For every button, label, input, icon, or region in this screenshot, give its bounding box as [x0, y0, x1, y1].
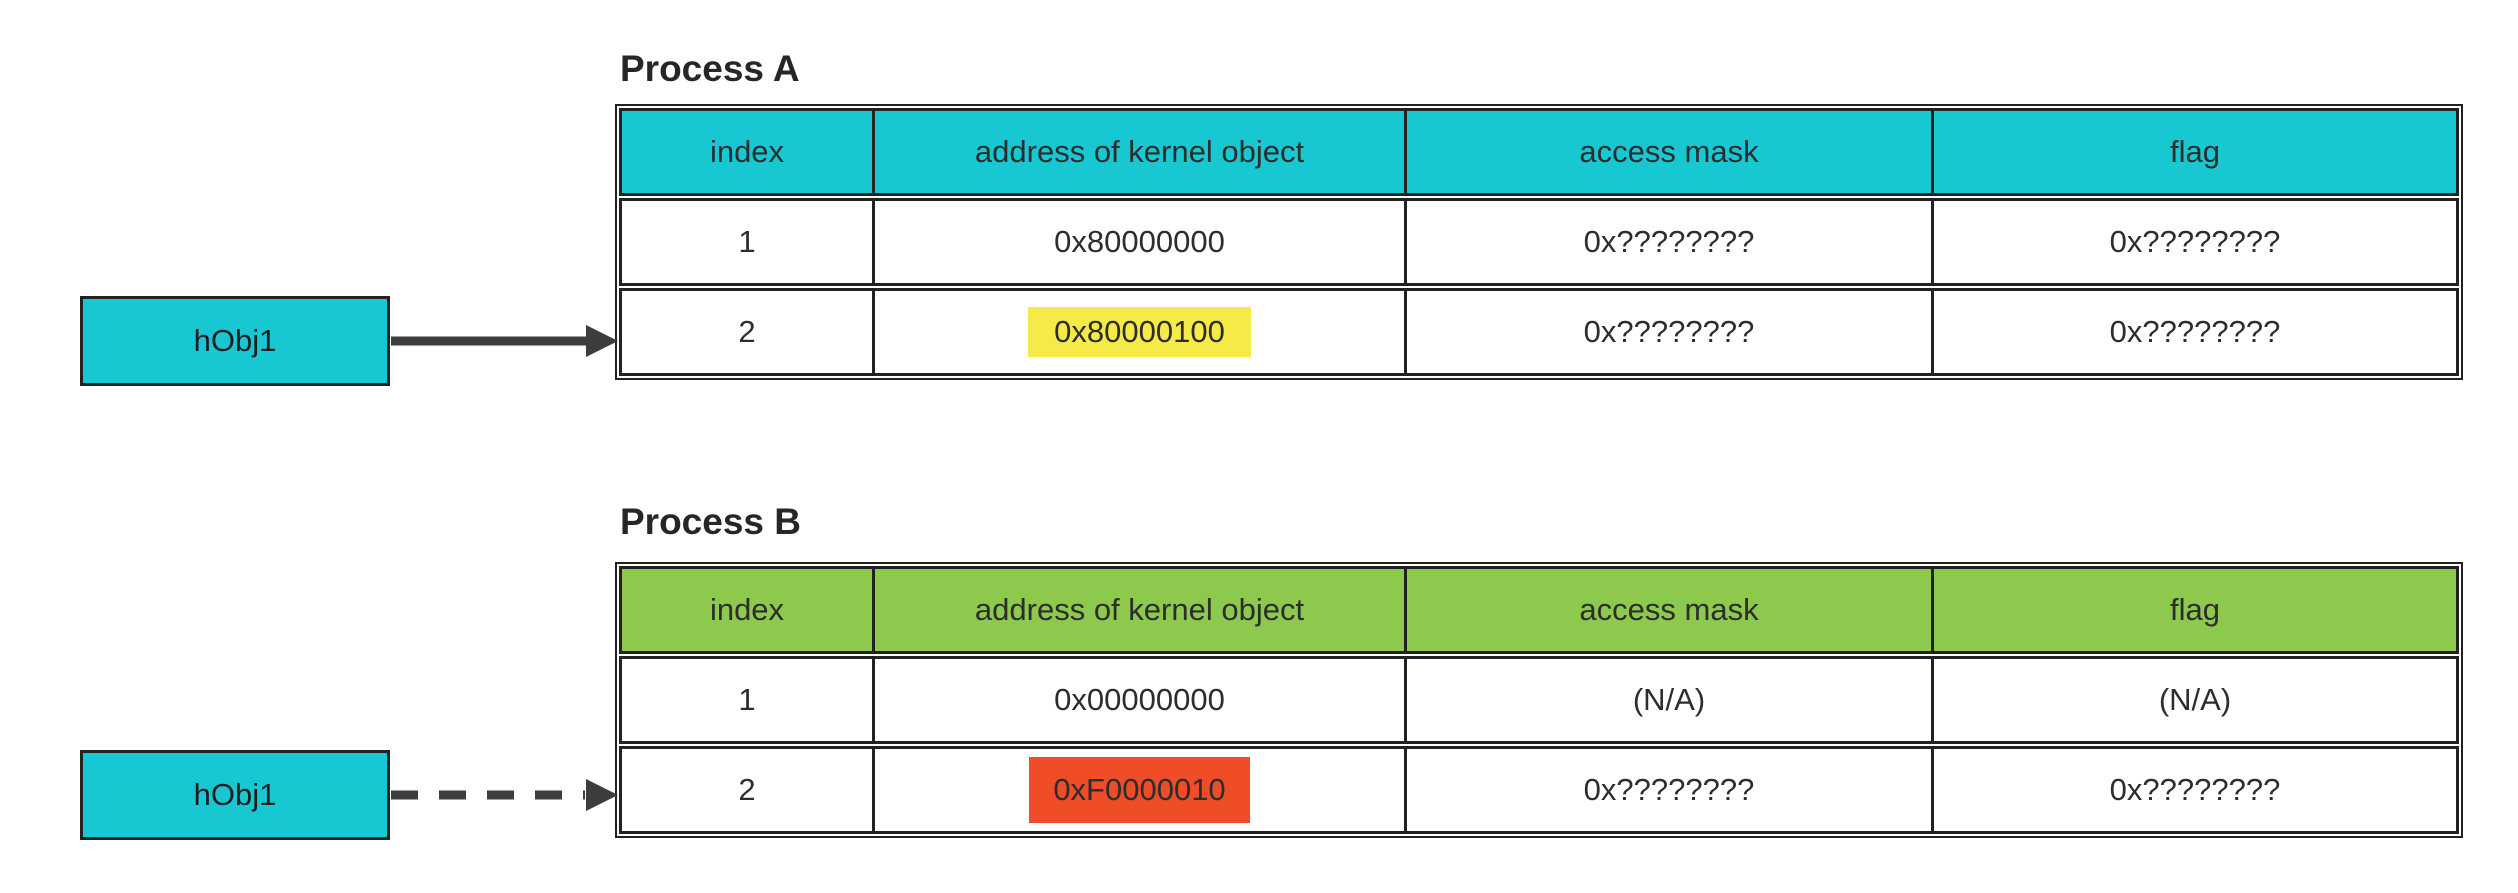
dashed-arrow	[391, 779, 618, 811]
header-cell-access-mask: access mask	[1404, 111, 1931, 193]
cell-access-mask: 0x????????	[1404, 291, 1931, 373]
cell-index: 1	[738, 224, 756, 259]
cell-flag: (N/A)	[1931, 659, 2456, 741]
process-a-row-2: 2 0x80000100 0x???????? 0x????????	[619, 288, 2459, 376]
cell-index: 1	[738, 682, 756, 717]
process-a-title: Process A	[620, 48, 800, 89]
cell-flag: 0x????????	[1931, 749, 2456, 831]
header-cell-index: index	[709, 134, 785, 169]
cell-address: 0xF0000010	[872, 749, 1404, 831]
red-highlighted-address: 0xF0000010	[1029, 757, 1250, 823]
cell-index: 2	[738, 314, 756, 349]
process-b-handle-table: index address of kernel object access ma…	[615, 562, 2463, 838]
process-a-header-row: index address of kernel object access ma…	[619, 108, 2459, 196]
cell-index: 2	[738, 772, 756, 807]
process-a-handle-table: index address of kernel object access ma…	[615, 104, 2463, 380]
cell-access-mask: 0x????????	[1404, 201, 1931, 283]
process-a-handle-box: hObj1	[80, 296, 390, 386]
header-cell-address: address of kernel object	[872, 569, 1404, 651]
header-cell-flag: flag	[1931, 569, 2456, 651]
cell-address: 0x00000000	[872, 659, 1404, 741]
header-cell-index: index	[709, 592, 785, 627]
cell-flag: 0x????????	[1931, 291, 2456, 373]
header-cell-flag: flag	[1931, 111, 2456, 193]
process-b-row-1: 1 0x00000000 (N/A) (N/A)	[619, 656, 2459, 744]
cell-address: 0x80000000	[872, 201, 1404, 283]
solid-arrow	[391, 325, 618, 357]
header-cell-address: address of kernel object	[872, 111, 1404, 193]
header-cell-access-mask: access mask	[1404, 569, 1931, 651]
cell-access-mask: (N/A)	[1404, 659, 1931, 741]
yellow-highlighted-address: 0x80000100	[1028, 307, 1251, 357]
process-b-header-row: index address of kernel object access ma…	[619, 566, 2459, 654]
process-b-handle-box: hObj1	[80, 750, 390, 840]
cell-access-mask: 0x????????	[1404, 749, 1931, 831]
process-a-row-1: 1 0x80000000 0x???????? 0x????????	[619, 198, 2459, 286]
process-b-title: Process B	[620, 501, 801, 542]
process-b-row-2: 2 0xF0000010 0x???????? 0x????????	[619, 746, 2459, 834]
cell-address: 0x80000100	[872, 291, 1404, 373]
cell-flag: 0x????????	[1931, 201, 2456, 283]
